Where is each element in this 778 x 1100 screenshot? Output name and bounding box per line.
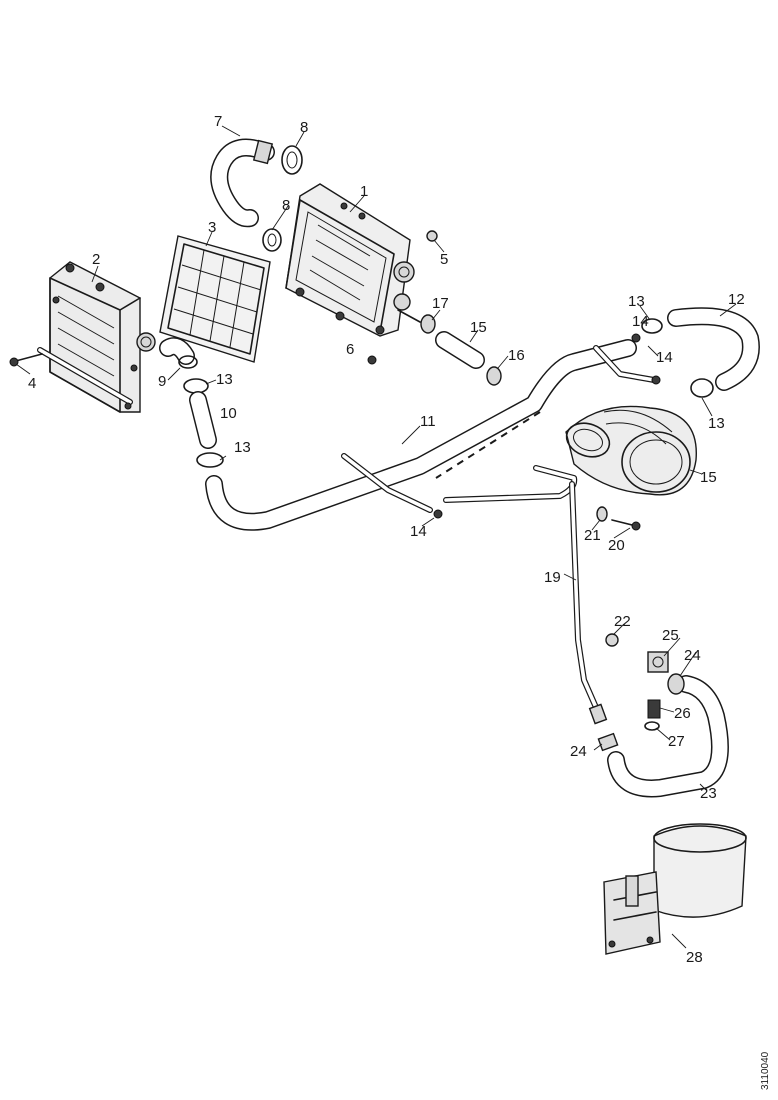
callout-25: 25 (662, 627, 679, 644)
nut-5 (426, 230, 438, 242)
clamp-17 (420, 314, 436, 334)
callout-24-b: 24 (684, 647, 701, 664)
callout-8-top: 8 (300, 119, 308, 136)
hose-clamp-13-c (641, 318, 663, 334)
bolt-14-b (433, 509, 443, 519)
callout-14-b: 14 (410, 523, 427, 540)
mesh-grille (159, 235, 271, 363)
callout-19: 19 (544, 569, 561, 586)
callout-22: 22 (614, 613, 631, 630)
hose-clamp-13-d (690, 378, 714, 398)
callout-1: 1 (360, 183, 368, 200)
callout-28: 28 (686, 949, 703, 966)
callout-12: 12 (728, 291, 745, 308)
callout-26: 26 (674, 705, 691, 722)
callout-20: 20 (608, 537, 625, 554)
callout-13-c: 13 (628, 293, 645, 310)
reference-code: 3110040 (760, 1051, 771, 1090)
right-hose-12 (667, 307, 760, 391)
hose-clamp-8-top (281, 145, 303, 175)
hose-10 (189, 391, 217, 449)
leader-lines (15, 125, 737, 949)
sensor-26 (647, 699, 661, 719)
callout-14-c: 14 (632, 313, 649, 330)
small-hose-16 (435, 331, 502, 386)
main-pipe-11 (205, 339, 657, 531)
callout-21: 21 (584, 527, 601, 544)
bolt-4 (9, 353, 43, 367)
hose-clamp-8-mid (262, 228, 282, 252)
cooler-housing (285, 183, 415, 337)
callout-10: 10 (220, 405, 237, 422)
callout-14-a: 14 (656, 349, 673, 366)
washer-21 (596, 506, 608, 522)
bolt-14-c (631, 333, 641, 343)
callout-8-mid: 8 (282, 197, 290, 214)
callout-4: 4 (28, 375, 36, 392)
callout-23: 23 (700, 785, 717, 802)
elbow-9 (159, 337, 198, 369)
callout-7: 7 (214, 113, 222, 130)
callout-24-a: 24 (570, 743, 587, 760)
callout-2: 2 (92, 251, 100, 268)
connector-24-b (667, 673, 685, 695)
callout-3: 3 (208, 219, 216, 236)
intake-housing-15 (443, 405, 697, 503)
callout-13-a: 13 (216, 371, 233, 388)
connector-24-a (597, 732, 619, 752)
vertical-pipe-19 (569, 481, 608, 725)
lower-hose-23 (607, 675, 729, 798)
hose-clamp-13-a (183, 378, 209, 394)
callout-15-b: 15 (470, 319, 487, 336)
callout-9: 9 (158, 373, 166, 390)
o-ring-27 (644, 721, 660, 731)
callout-13-b: 13 (234, 439, 251, 456)
callout-11: 11 (420, 413, 436, 430)
hose-clamp-13-b (196, 452, 224, 468)
callout-13-d: 13 (708, 415, 725, 432)
intercooler (37, 261, 156, 413)
stub-pipe (397, 309, 421, 323)
bolt-14-a (651, 375, 661, 385)
air-cleaner-28 (603, 823, 747, 955)
upper-hose-7 (210, 138, 275, 228)
callout-17: 17 (432, 295, 449, 312)
bolt-6 (367, 355, 377, 365)
callout-6: 6 (346, 341, 354, 358)
callout-27: 27 (668, 733, 685, 750)
callout-5: 5 (440, 251, 448, 268)
callout-16: 16 (508, 347, 525, 364)
nut-22 (605, 633, 619, 647)
callout-15-a: 15 (700, 469, 717, 486)
bolt-20-head (631, 521, 641, 531)
valve-25 (647, 651, 669, 673)
callout-labels: 1 2 3 4 5 6 7 8 8 9 10 11 12 13 13 13 13… (28, 113, 745, 966)
